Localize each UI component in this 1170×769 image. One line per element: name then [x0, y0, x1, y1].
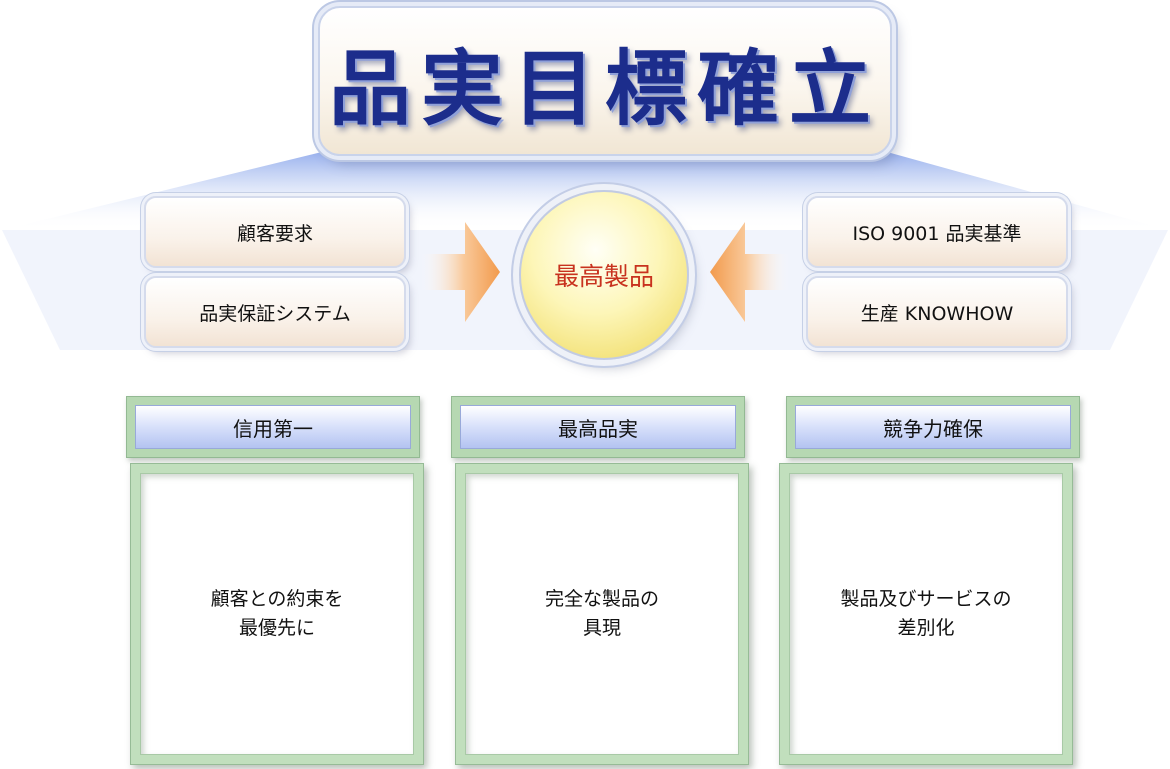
- pillar-header-competitiveness: 競争力確保: [786, 396, 1080, 458]
- title-box: 品実目標確立: [318, 6, 892, 156]
- pillar-header-label: 競争力確保: [795, 405, 1071, 449]
- pillar-body-competitiveness: 製品及びサービスの 差別化: [779, 463, 1073, 765]
- diagram-title: 品実目標確立: [328, 41, 881, 137]
- input-customer-requirements: 顧客要求: [144, 196, 406, 268]
- input-iso-standard: ISO 9001 品実基準: [806, 196, 1068, 268]
- pillar-header-trust: 信用第一: [126, 396, 420, 458]
- pillar-body-line: 顧客との約束を: [210, 588, 344, 610]
- arrow-right-icon: [420, 222, 500, 322]
- pillar-body-text: 完全な製品の 具現: [465, 473, 739, 755]
- center-goal-label: 最高製品: [553, 262, 654, 291]
- pillar-body-quality: 完全な製品の 具現: [455, 463, 749, 765]
- center-goal-circle: 最高製品: [519, 190, 689, 360]
- pillar-body-line: 完全な製品の: [544, 588, 659, 610]
- input-label: 品実保証システム: [199, 302, 351, 325]
- input-label: 生産 KNOWHOW: [860, 302, 1014, 325]
- pillar-body-line: 差別化: [897, 617, 955, 639]
- pillar-body-line: 製品及びサービスの: [840, 588, 1012, 610]
- arrow-left-icon: [710, 222, 790, 322]
- pillar-body-line: 最優先に: [238, 617, 315, 639]
- pillar-header-label: 信用第一: [135, 405, 411, 449]
- input-production-knowhow: 生産 KNOWHOW: [806, 276, 1068, 348]
- pillar-body-line: 具現: [582, 617, 621, 639]
- pillar-body-text: 製品及びサービスの 差別化: [789, 473, 1063, 755]
- pillar-body-text: 顧客との約束を 最優先に: [140, 473, 414, 755]
- pillar-header-label: 最高品実: [460, 405, 736, 449]
- input-label: 顧客要求: [236, 222, 313, 245]
- pillar-body-trust: 顧客との約束を 最優先に: [130, 463, 424, 765]
- pillar-header-quality: 最高品実: [451, 396, 745, 458]
- input-quality-assurance-system: 品実保証システム: [144, 276, 406, 348]
- input-label: ISO 9001 品実基準: [852, 222, 1022, 245]
